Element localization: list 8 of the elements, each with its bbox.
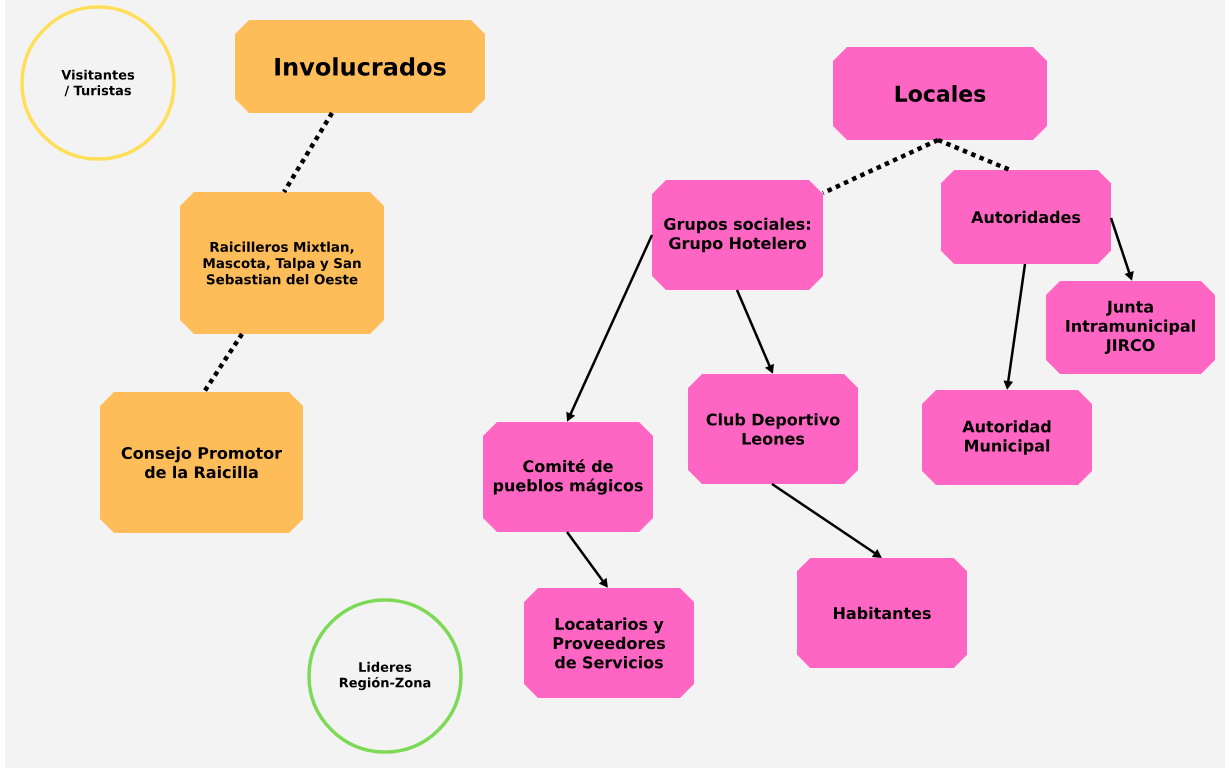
dotted-connector bbox=[822, 137, 939, 196]
circle-node: Visitantes / Turistas bbox=[20, 5, 176, 161]
arrow bbox=[566, 531, 608, 588]
dotted-connector bbox=[282, 111, 334, 194]
dotted-connector bbox=[202, 332, 244, 394]
arrow bbox=[771, 482, 882, 558]
dotted-connector bbox=[937, 137, 1011, 173]
circle-node: Lideres Región-Zona bbox=[307, 598, 463, 754]
